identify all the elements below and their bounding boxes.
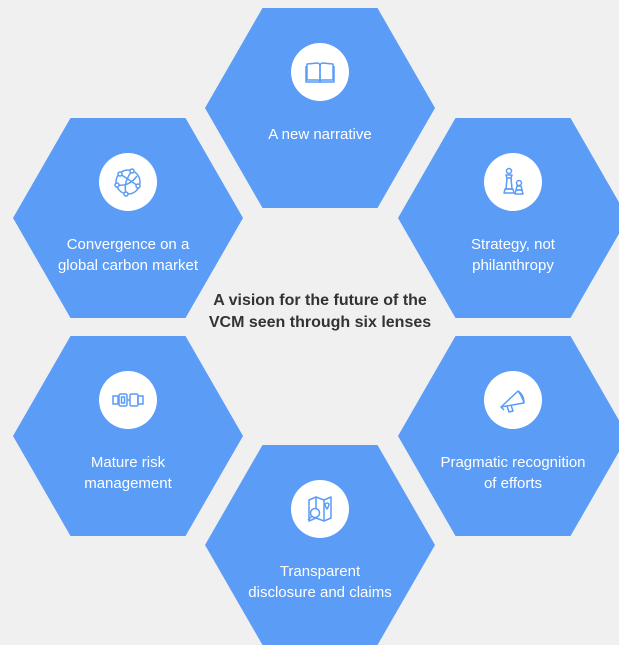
lens-hexagon-transparency: Transparent disclosure and claims (205, 445, 435, 645)
lens-label: Convergence on a global carbon market (57, 236, 199, 274)
hexagon-background (398, 336, 619, 536)
hexagon-background (205, 445, 435, 645)
icon-circle (484, 153, 542, 211)
lens-hexagon-convergence: Convergence on a global carbon market (13, 118, 243, 318)
icon-circle (99, 371, 157, 429)
map-magnifier-icon (307, 496, 332, 522)
lens-label: Strategy, not philanthropy (471, 236, 555, 274)
lens-label: Transparent disclosure and claims (248, 563, 392, 601)
lens-label: Pragmatic recognition of efforts (440, 454, 586, 492)
open-book-icon (305, 62, 335, 83)
hexagon-background (13, 336, 243, 536)
lens-hexagon-strategy: Strategy, not philanthropy (398, 118, 619, 318)
hexagon-background (398, 118, 619, 318)
globe-network-icon (114, 168, 141, 197)
lens-label: A new narrative (268, 126, 372, 143)
hexagon-background (205, 8, 435, 208)
diagram-title: A vision for the future of the VCM seen … (208, 292, 432, 331)
icon-circle (291, 480, 349, 538)
hexagon-background (13, 118, 243, 318)
icon-circle (291, 43, 349, 101)
megaphone-icon (500, 390, 525, 413)
chess-pieces-icon (503, 167, 524, 195)
lens-hexagon-risk: Mature risk management (13, 336, 243, 536)
lens-hexagon-new-narrative: A new narrative (205, 8, 435, 208)
lens-label: Mature risk management (84, 454, 172, 492)
seatbelt-buckle-icon (112, 393, 144, 407)
icon-circle (99, 153, 157, 211)
lens-hexagon-recognition: Pragmatic recognition of efforts (398, 336, 619, 536)
icon-circle (484, 371, 542, 429)
